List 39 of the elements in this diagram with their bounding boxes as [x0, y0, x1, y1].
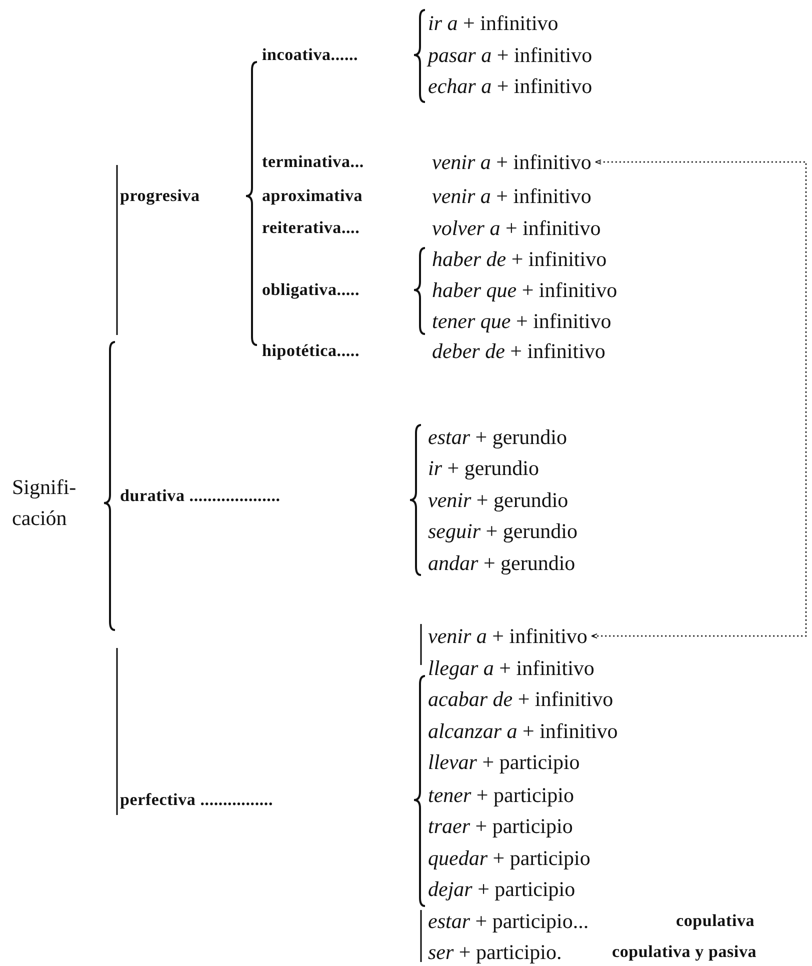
verb-phrase: tener + participio — [428, 783, 574, 807]
verb-phrase: echar a + infinitivo — [428, 74, 592, 98]
verb-phrase: ser + participio. — [428, 940, 562, 964]
category-label: incoativa...... — [262, 44, 358, 66]
verb-phrase: llevar + participio — [428, 750, 580, 774]
verb-phrase: estar + gerundio — [428, 425, 567, 449]
category-label: copulativa y pasiva — [612, 941, 757, 963]
category-label: progresiva — [120, 185, 200, 207]
verb-phrase: seguir + gerundio — [428, 519, 578, 543]
verb-phrase: haber de + infinitivo — [432, 247, 607, 271]
verb-phrase: acabar de + infinitivo — [428, 687, 614, 711]
category-label: durativa .................... — [120, 485, 280, 507]
verb-phrase: quedar + participio — [428, 846, 590, 870]
verb-phrase: deber de + infinitivo — [432, 339, 606, 363]
verb-phrase: tener que + infinitivo — [432, 309, 612, 333]
connector-arrow — [590, 159, 807, 639]
verb-phrase: venir + gerundio — [428, 488, 568, 512]
category-label: copulativa — [676, 910, 755, 932]
verb-phrase: alcanzar a + infinitivo — [428, 719, 618, 743]
verb-phrase: volver a + infinitivo — [432, 216, 601, 240]
verb-phrase: estar + participio... — [428, 909, 589, 933]
verb-phrase: venir a + infinitivo — [432, 184, 592, 208]
verb-phrase: ir + gerundio — [428, 456, 540, 480]
category-label: hipotética..... — [262, 340, 360, 362]
category-label: reiterativa.... — [262, 217, 360, 239]
root-label: Signifi- cación — [12, 474, 74, 532]
verb-phrase: venir a + infinitivo — [428, 624, 588, 648]
category-label: terminativa... — [262, 151, 364, 173]
verb-phrase: traer + participio — [428, 814, 573, 838]
verb-phrase: pasar a + infinitivo — [428, 43, 592, 67]
verb-phrase: dejar + participio — [428, 877, 576, 901]
verb-phrase: venir a + infinitivo — [432, 150, 592, 174]
category-label: obligativa..... — [262, 279, 360, 301]
category-label: aproximativa — [262, 185, 363, 207]
verb-phrase: haber que + infinitivo — [432, 278, 618, 302]
verb-phrase: llegar a + infinitivo — [428, 656, 594, 680]
verb-phrase: ir a + infinitivo — [428, 11, 558, 35]
category-label: perfectiva ................ — [120, 789, 274, 811]
verb-phrase: andar + gerundio — [428, 551, 576, 575]
